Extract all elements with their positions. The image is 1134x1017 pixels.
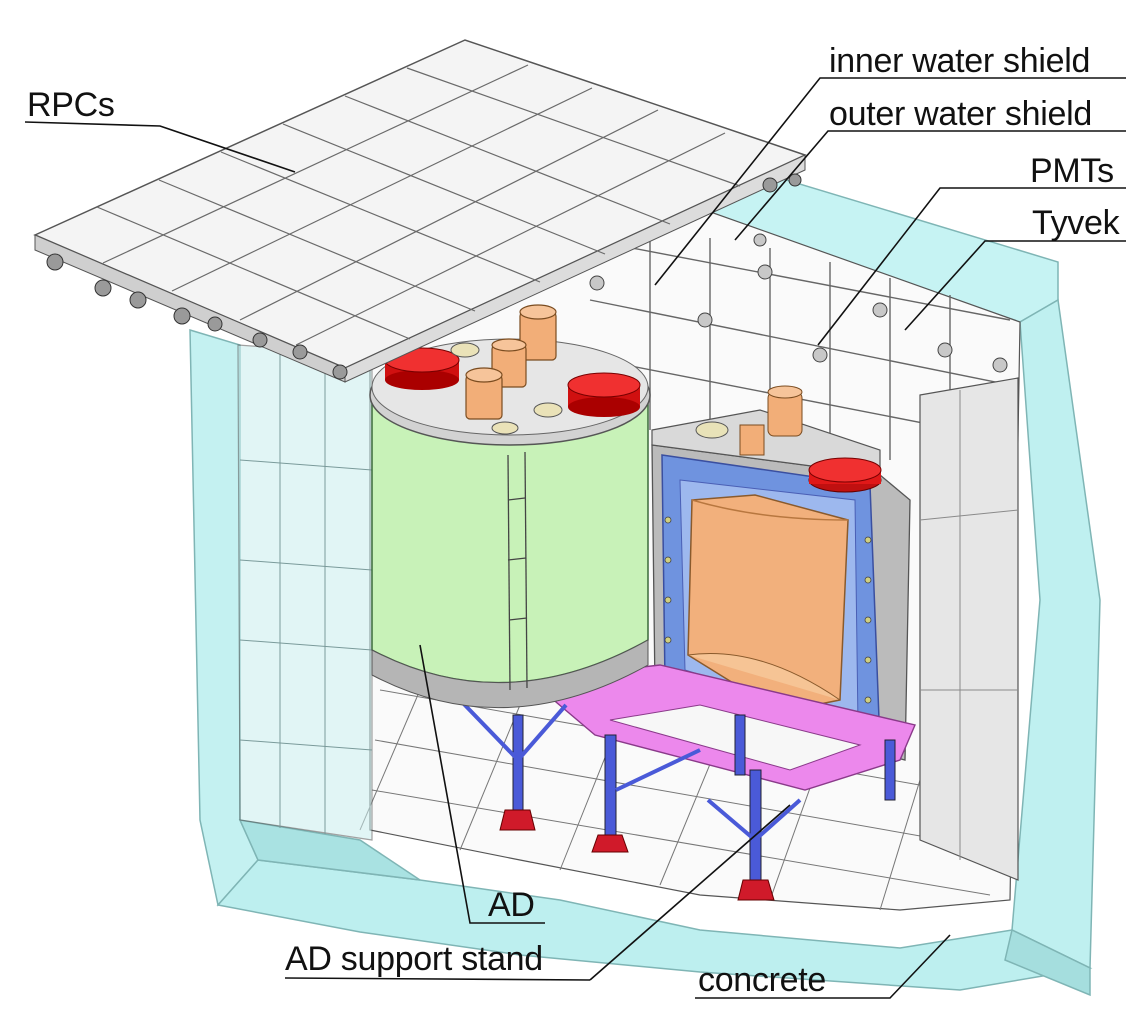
label-ad-support-stand: AD support stand [285, 940, 543, 978]
label-tyvek: Tyvek [1032, 204, 1120, 242]
label-outer-water-shield: outer water shield [829, 95, 1092, 133]
ad-cylinder [369, 304, 651, 709]
label-rpcs: RPCs [27, 86, 115, 124]
label-ad: AD [488, 886, 535, 924]
label-concrete: concrete [698, 961, 827, 999]
rpc-roof [33, 39, 808, 383]
label-pmts: PMTs [1030, 152, 1114, 190]
ad-support-stand [458, 664, 916, 901]
ad-cutaway [651, 385, 911, 761]
label-inner-water-shield: inner water shield [829, 42, 1091, 80]
leader-lines [24, 77, 1126, 999]
tyvek-partition [919, 377, 1019, 881]
pmt-cluster [589, 233, 1008, 373]
